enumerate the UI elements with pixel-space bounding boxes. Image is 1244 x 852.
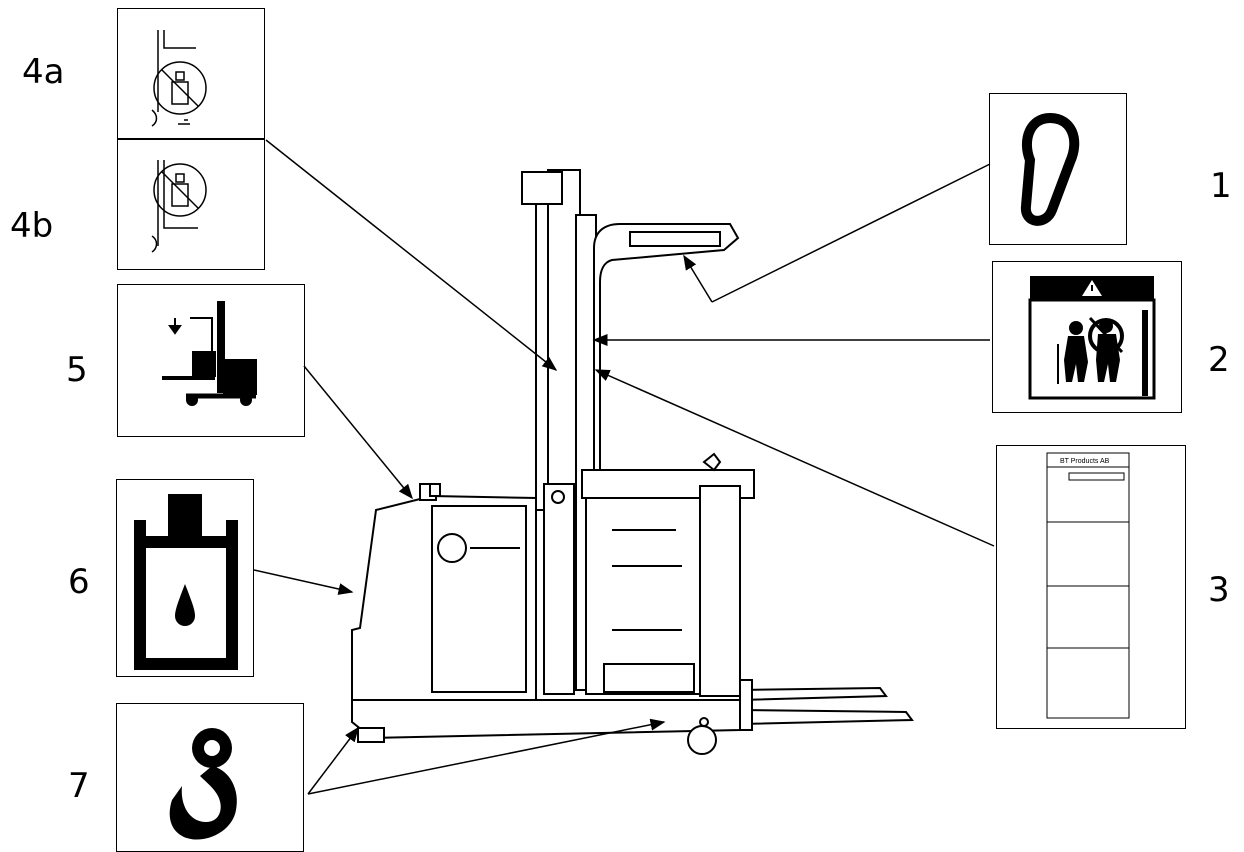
load-capacity-icon bbox=[162, 301, 257, 406]
leader-7b bbox=[307, 718, 666, 795]
leader-4 bbox=[265, 139, 558, 371]
leader-lines bbox=[253, 139, 995, 795]
hook-icon bbox=[169, 728, 237, 840]
callout-2: 2 bbox=[1208, 340, 1230, 380]
callout-3: 3 bbox=[1208, 570, 1230, 610]
leader-3 bbox=[594, 369, 995, 547]
data-plate bbox=[1046, 452, 1130, 719]
callout-6: 6 bbox=[68, 562, 90, 602]
decal-3 bbox=[996, 445, 1186, 729]
warning-icon bbox=[1028, 276, 1156, 400]
no-standing-icon-4a bbox=[151, 30, 207, 127]
decal-4b bbox=[117, 139, 265, 270]
decal-4a bbox=[117, 8, 265, 139]
callout-4a: 4a bbox=[22, 52, 65, 92]
callout-4b: 4b bbox=[10, 206, 54, 246]
leader-6 bbox=[253, 569, 354, 595]
lifting-point-icon bbox=[1021, 112, 1080, 226]
plate-manufacturer: BT Products AB bbox=[1060, 458, 1110, 465]
callout-5: 5 bbox=[66, 350, 88, 390]
callout-1: 1 bbox=[1210, 166, 1232, 206]
leader-1 bbox=[711, 163, 991, 303]
leader-7a bbox=[307, 726, 359, 795]
hydraulic-oil-icon bbox=[134, 494, 238, 670]
no-standing-icon-4b bbox=[151, 160, 207, 253]
leader-1-tip bbox=[683, 254, 713, 303]
callout-7: 7 bbox=[68, 766, 90, 806]
order-picker-truck bbox=[351, 169, 914, 755]
leader-5 bbox=[303, 365, 413, 500]
